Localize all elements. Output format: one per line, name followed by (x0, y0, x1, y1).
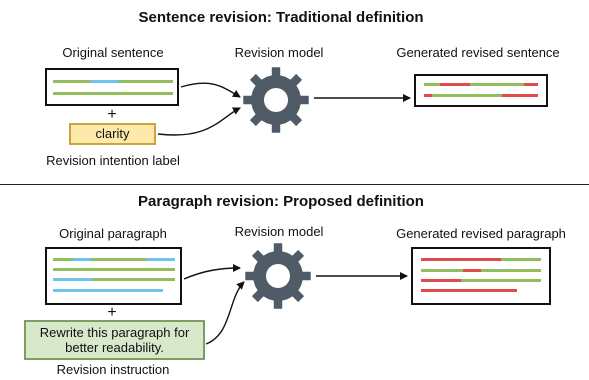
section-divider (0, 184, 589, 185)
gear-icon (245, 243, 311, 309)
text-line-segment (93, 278, 175, 281)
text-line-segment (53, 80, 91, 83)
edited-span-segment (53, 278, 93, 281)
text-line-segment (432, 94, 502, 97)
instruction-caption: Revision instruction (56, 362, 170, 377)
original-paragraph-box (45, 247, 182, 305)
text-line-segment (421, 269, 463, 272)
arrow-sentence-to-model (180, 82, 241, 98)
text-line-segment (53, 92, 173, 95)
revised-span-segment (421, 258, 501, 261)
generated-sentence-box (414, 74, 548, 107)
top-heading: Sentence revision: Traditional definitio… (138, 9, 424, 26)
text-line-segment (470, 83, 524, 86)
instruction-box-line-1: Rewrite this paragraph for (39, 325, 190, 340)
bottom-heading: Paragraph revision: Proposed definition (138, 193, 424, 210)
arrow-instruction-to-model (205, 281, 245, 345)
original-paragraph-label: Original paragraph (59, 226, 167, 241)
generated-sentence-label: Generated revised sentence (396, 45, 560, 60)
revised-span-segment (424, 94, 432, 97)
generated-paragraph-box (411, 247, 551, 305)
original-sentence-label: Original sentence (62, 45, 164, 60)
revised-span-segment (421, 289, 517, 292)
text-line-segment (53, 258, 73, 261)
text-line-segment (501, 258, 541, 261)
text-line-segment (424, 83, 440, 86)
revised-span-segment (502, 94, 538, 97)
original-sentence-box (45, 68, 179, 106)
edited-span-segment (73, 258, 91, 261)
instruction-box-line-2: better readability. (65, 340, 164, 355)
text-line-segment (53, 268, 175, 271)
intention-label-box: clarity (69, 123, 156, 145)
text-line-segment (481, 269, 541, 272)
gear-icon (243, 67, 309, 133)
intention-label-caption: Revision intention label (46, 153, 180, 168)
revised-span-segment (421, 279, 461, 282)
bottom-revision-model-label: Revision model (234, 224, 324, 239)
edited-span-segment (53, 289, 163, 292)
arrow-label-to-model (157, 107, 241, 136)
edited-span-segment (147, 258, 175, 261)
text-line-segment (91, 258, 147, 261)
text-line-segment (119, 80, 173, 83)
revised-span-segment (440, 83, 470, 86)
edited-span-segment (91, 80, 119, 83)
gear-hole (264, 88, 288, 112)
arrow-paragraph-to-model (183, 264, 241, 280)
top-revision-model-label: Revision model (234, 45, 324, 60)
gear-hole (266, 264, 290, 288)
instruction-box: Rewrite this paragraph for better readab… (24, 320, 205, 360)
generated-paragraph-label: Generated revised paragraph (396, 226, 566, 241)
revised-span-segment (463, 269, 481, 272)
bottom-plus-sign: + (107, 304, 117, 321)
text-line-segment (461, 279, 541, 282)
revised-span-segment (524, 83, 538, 86)
top-plus-sign: + (107, 106, 117, 123)
